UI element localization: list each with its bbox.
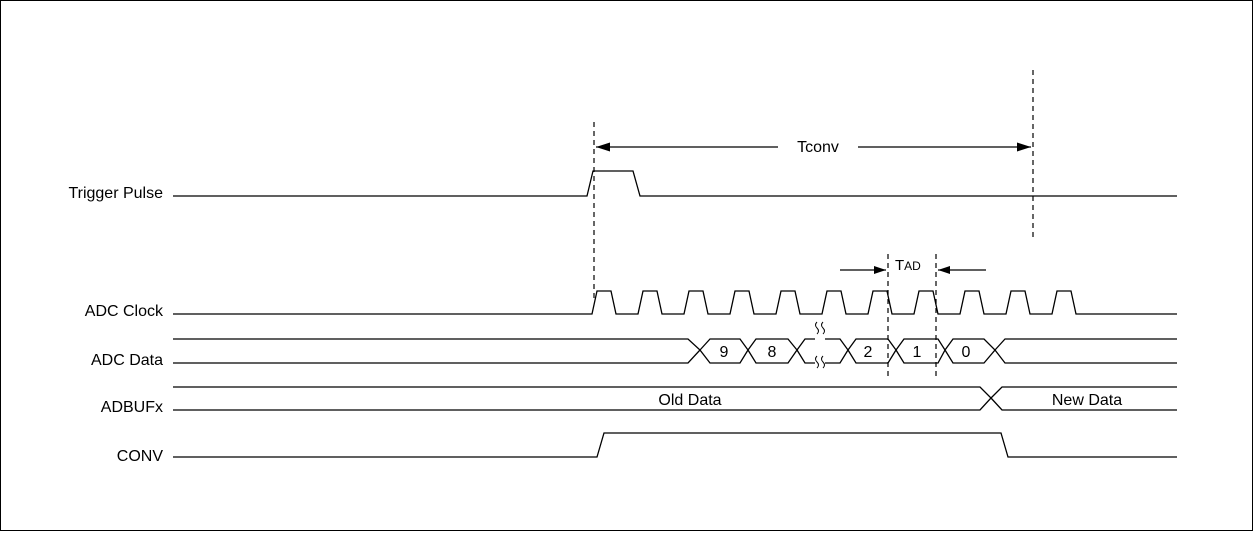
data-bit-9: 9 [720, 344, 729, 361]
tad-left-arrowhead [874, 266, 886, 274]
conv-waveform [173, 432, 1177, 458]
trigger-pulse-label: Trigger Pulse [68, 185, 163, 202]
tad-label: TAD [895, 257, 921, 274]
adc-clock-label: ADC Clock [85, 303, 164, 320]
data-bit-1: 1 [913, 344, 922, 361]
bus-break-symbol [815, 321, 825, 369]
data-bit-2: 2 [864, 344, 873, 361]
data-bit-0: 0 [962, 344, 971, 361]
new-data-label: New Data [1052, 392, 1122, 409]
old-data-label: Old Data [658, 392, 721, 409]
tad-right-arrowhead [938, 266, 950, 274]
conv-label: CONV [117, 448, 164, 465]
trigger-pulse-waveform [173, 170, 1177, 197]
adbufx-label: ADBUFx [101, 399, 163, 416]
tconv-label: Tconv [797, 139, 839, 156]
tconv-right-arrowhead [1017, 142, 1031, 152]
data-bit-8: 8 [768, 344, 777, 361]
tconv-left-arrowhead [596, 142, 610, 152]
adc-data-bus [173, 338, 1177, 364]
adc-clock-waveform [173, 290, 1177, 315]
adbufx-bus [173, 386, 1177, 411]
adc-data-label: ADC Data [91, 352, 163, 369]
